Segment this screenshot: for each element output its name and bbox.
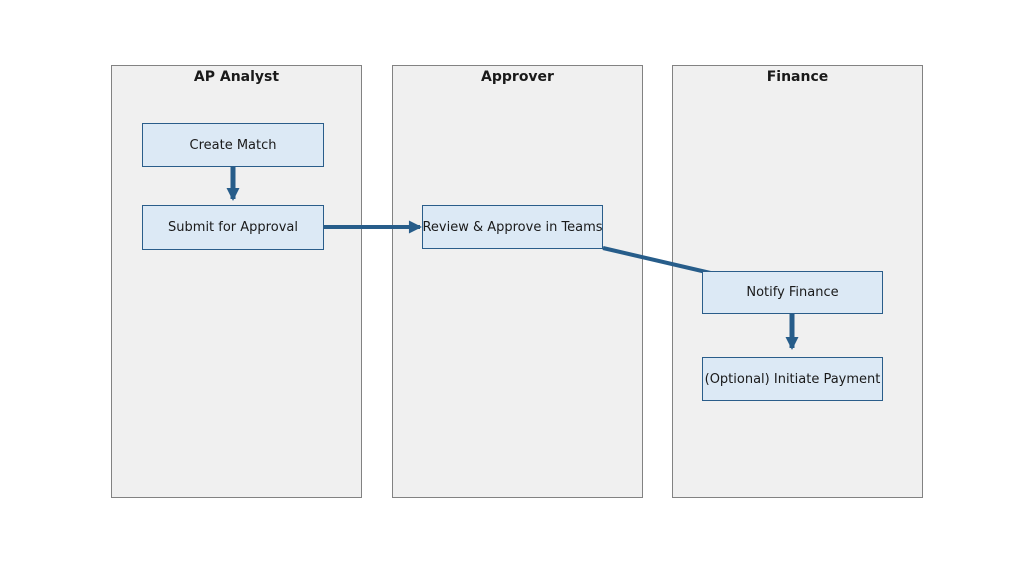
- lane-title-approver: Approver: [481, 69, 554, 85]
- node-create-match-label: Create Match: [189, 137, 277, 153]
- lane-approver: Approver: [392, 65, 643, 498]
- node-submit-for-approval: Submit for Approval: [142, 205, 324, 250]
- lane-title-ap-analyst: AP Analyst: [193, 69, 280, 85]
- node-review-approve-in-teams: Review & Approve in Teams: [422, 205, 603, 249]
- node-optional-initiate-payment: (Optional) Initiate Payment: [702, 357, 883, 401]
- node-notify-finance: Notify Finance: [702, 271, 883, 314]
- node-optional-initiate-payment-label: (Optional) Initiate Payment: [704, 371, 881, 387]
- node-review-approve-in-teams-label: Review & Approve in Teams: [422, 219, 603, 235]
- lane-title-finance: Finance: [766, 69, 829, 85]
- node-notify-finance-label: Notify Finance: [746, 285, 839, 300]
- node-create-match: Create Match: [142, 123, 324, 167]
- node-submit-for-approval-label: Submit for Approval: [168, 220, 298, 235]
